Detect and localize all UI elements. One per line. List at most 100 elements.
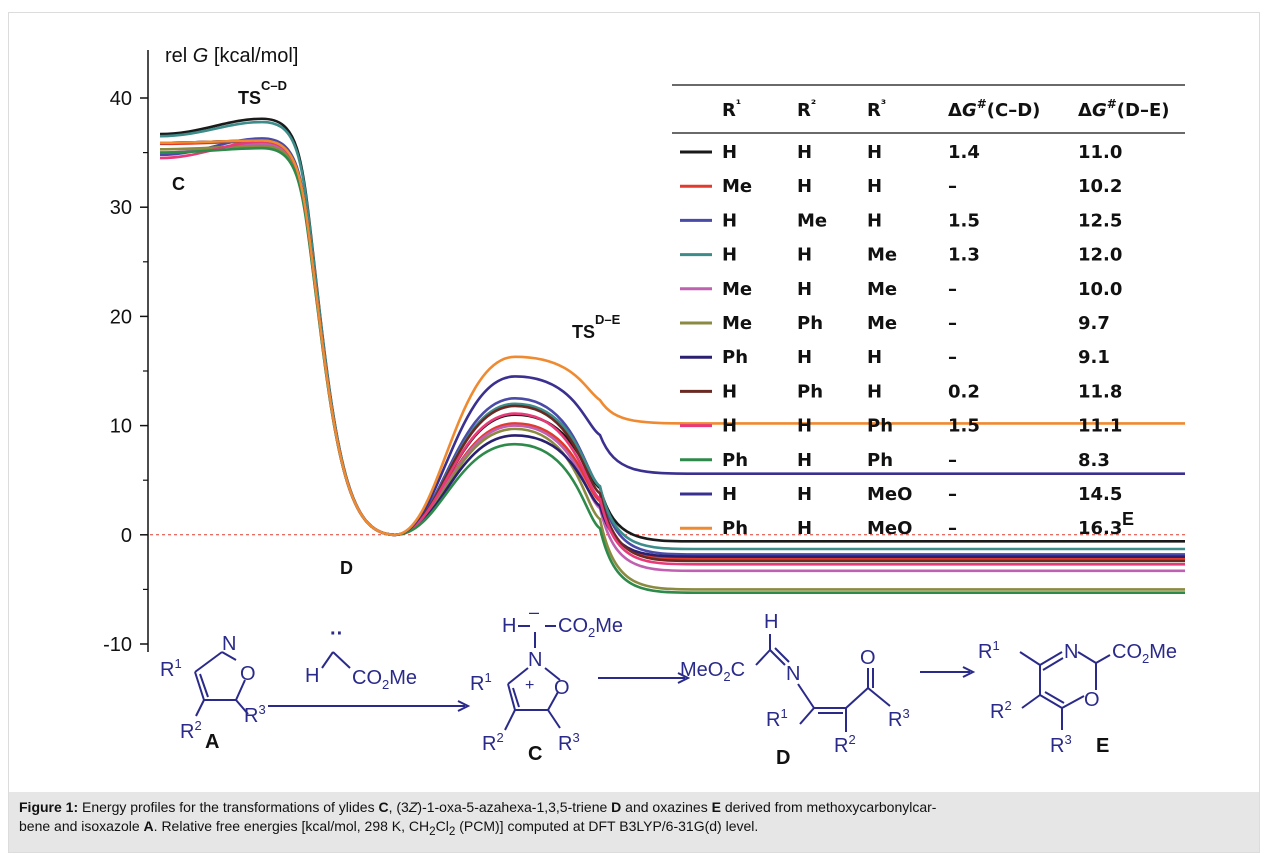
y-tick-label: 10 — [110, 416, 132, 438]
bond — [321, 651, 334, 669]
E-R3: R3 — [1050, 732, 1072, 757]
E-R2: R2 — [990, 698, 1012, 723]
C-O: O — [554, 677, 570, 699]
A-R2: R2 — [180, 718, 202, 743]
bond — [547, 709, 561, 729]
table-cell: 1.4 — [948, 142, 980, 163]
E-label: E — [1096, 735, 1109, 757]
E-O: O — [1084, 689, 1100, 711]
caption-bold: C — [378, 799, 389, 815]
bond — [504, 709, 516, 731]
C-plus: + — [525, 677, 534, 694]
table-cell: H — [797, 176, 812, 197]
table-cell: 16.3 — [1078, 518, 1122, 539]
D-MeO2C: MeO2C — [680, 659, 745, 684]
table-cell: H — [867, 142, 882, 163]
table-header-cell: R² — [797, 97, 816, 121]
label-C: C — [172, 174, 185, 194]
D-R2: R2 — [834, 732, 856, 757]
arrow-2-head — [677, 672, 691, 684]
bond — [867, 687, 891, 707]
bond — [1019, 651, 1041, 666]
table-header-cell: R³ — [867, 97, 886, 121]
series-line — [159, 139, 1185, 537]
series-line — [159, 139, 1185, 537]
D-R3: R3 — [888, 706, 910, 731]
caption-label: Figure 1: — [19, 799, 79, 815]
table-cell: Ph — [722, 347, 748, 368]
ts-cd-sup: C–D — [261, 78, 287, 93]
carbene-CO2Me: CO2Me — [352, 667, 417, 692]
C-minus: – — [529, 602, 539, 622]
caption-bold: E — [711, 799, 721, 815]
table-cell: 12.0 — [1078, 245, 1122, 266]
caption-italic: Z — [408, 799, 418, 815]
bond — [1077, 651, 1097, 664]
table-cell: 0.2 — [948, 381, 980, 402]
table-cell: – — [948, 484, 957, 505]
ts-cd-main: TS — [238, 88, 261, 108]
bond — [1039, 694, 1063, 709]
reaction-scheme: R1 N O R2 R3 A ·· H CO2Me H – CO2Me N + … — [160, 602, 1177, 769]
label-TS-CD: TSC–D — [238, 78, 287, 108]
table-cell: H — [867, 381, 882, 402]
bond — [1061, 695, 1085, 709]
table-cell: – — [948, 176, 957, 197]
A-label: A — [205, 731, 219, 753]
table-cell: 10.2 — [1078, 176, 1122, 197]
table-cell: 1.5 — [948, 210, 980, 231]
label-E: E — [1122, 509, 1134, 529]
isoxazole-A — [194, 651, 249, 717]
bond — [221, 651, 237, 661]
E-CO2Me: CO2Me — [1112, 641, 1177, 666]
C-label: C — [528, 743, 542, 765]
table-cell: MeO — [867, 484, 912, 505]
carbene-lone-pair: ·· — [330, 623, 343, 645]
table-cell: H — [867, 176, 882, 197]
series-line — [159, 120, 1185, 551]
table-cell: H — [797, 347, 812, 368]
bond — [235, 699, 249, 715]
table-cell: H — [797, 416, 812, 437]
A-N: N — [222, 633, 236, 655]
D-H: H — [764, 611, 778, 633]
bond — [845, 687, 869, 709]
series-line — [159, 137, 1185, 556]
table-cell: Ph — [867, 416, 893, 437]
table-cell: 8.3 — [1078, 450, 1110, 471]
table-cell: Ph — [722, 518, 748, 539]
caption-text: Cl — [435, 818, 449, 834]
y-tick-label: 20 — [110, 306, 132, 328]
y-axis-label: rel G [kcal/mol] — [165, 45, 298, 67]
A-R1: R1 — [160, 656, 182, 681]
bond — [235, 679, 246, 701]
y-label-var: G — [193, 45, 209, 67]
table-cell: 9.1 — [1078, 347, 1110, 368]
table-cell: Me — [722, 279, 752, 300]
table-cell: H — [722, 484, 737, 505]
bond — [774, 647, 790, 663]
series-line — [159, 142, 1185, 573]
table-cell: H — [722, 381, 737, 402]
table-cell: Me — [797, 210, 827, 231]
C-N: N — [528, 649, 542, 671]
bond — [1095, 654, 1111, 664]
bond — [512, 687, 520, 708]
D-R1: R1 — [766, 706, 788, 731]
figure-caption: Figure 1: Energy profiles for the transf… — [8, 792, 1260, 853]
bond — [194, 651, 223, 673]
table-cell: – — [948, 279, 957, 300]
y-label-prefix: rel — [165, 45, 193, 67]
label-D: D — [340, 558, 353, 578]
table-cell: Me — [867, 313, 897, 334]
series-line — [159, 140, 1185, 566]
bond — [799, 707, 815, 725]
series-line — [159, 139, 1185, 563]
caption-text: . Relative free energies [kcal/mol, 298 … — [153, 818, 430, 834]
carbene-H: H — [305, 665, 319, 687]
table-cell: 11.8 — [1078, 381, 1122, 402]
table-cell: H — [797, 450, 812, 471]
